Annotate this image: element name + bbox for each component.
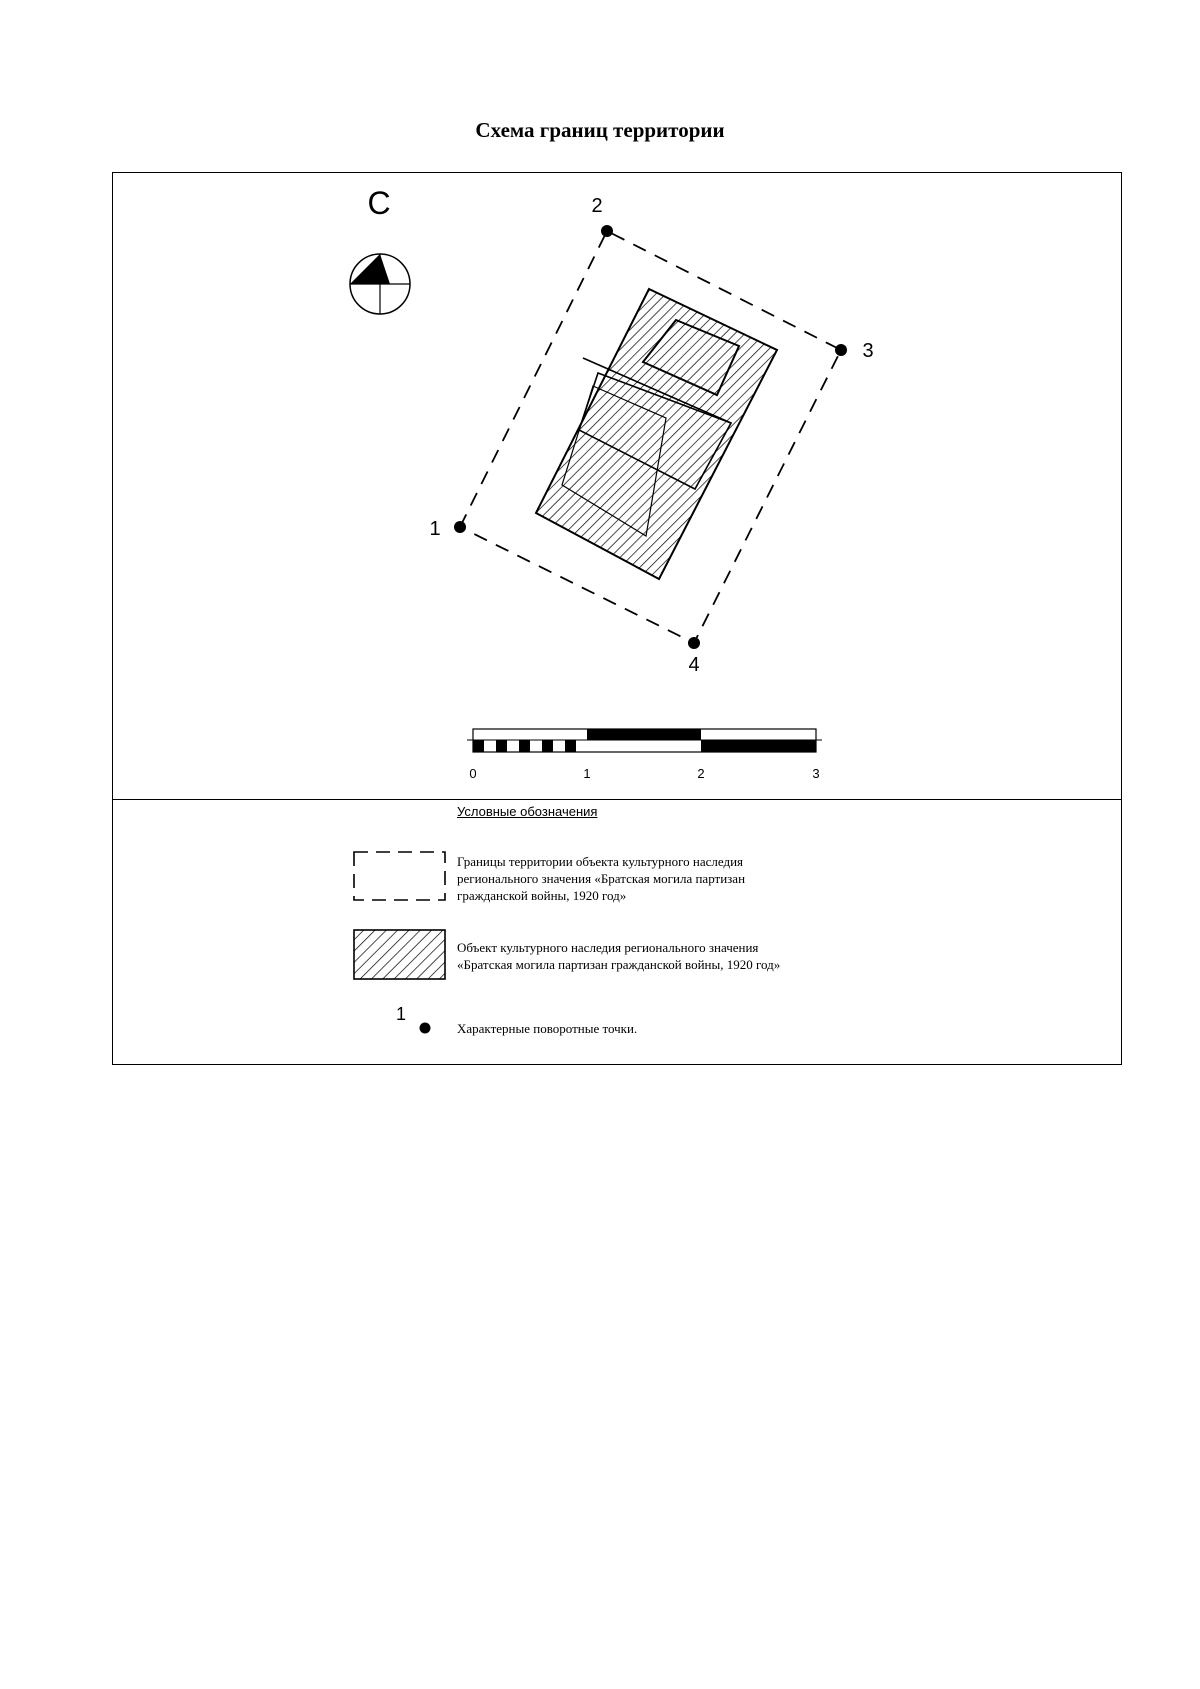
scale-tick-0: 0 xyxy=(469,766,476,781)
point-label-4: 4 xyxy=(688,654,699,676)
heritage-object xyxy=(534,287,779,581)
north-label: С xyxy=(367,185,390,221)
turning-point-1: 1 xyxy=(429,518,466,540)
hatched-object-icon xyxy=(353,929,446,980)
legend-item-object-line: «Братская могила партизан гражданской во… xyxy=(457,957,781,972)
legend-item-object-line: Объект культурного наследия региональног… xyxy=(457,940,759,955)
scale-tick-3: 3 xyxy=(812,766,819,781)
legend-item-boundary: Границы территории объекта культурного н… xyxy=(457,853,745,904)
legend-item-boundary-line: гражданской войны, 1920 год» xyxy=(457,888,627,903)
legend-item-points: Характерные поворотные точки. xyxy=(457,1020,637,1037)
territory-boundary xyxy=(458,229,843,645)
scale-tick-2: 2 xyxy=(697,766,704,781)
legend-item-boundary-line: регионального значения «Братская могила … xyxy=(457,871,746,886)
legend-item-boundary-line: Границы территории объекта культурного н… xyxy=(457,854,744,869)
legend-point-number: 1 xyxy=(396,1004,407,1024)
scale-bar: 0 1 2 3 xyxy=(467,728,822,781)
legend-item-object: Объект культурного наследия региональног… xyxy=(457,939,780,973)
scale-tick-1: 1 xyxy=(583,766,590,781)
turning-point-icon xyxy=(419,1022,431,1034)
legend-divider xyxy=(113,799,1121,800)
turning-point-3: 3 xyxy=(835,340,874,362)
point-label-1: 1 xyxy=(429,518,440,540)
dashed-boundary-icon xyxy=(353,851,446,901)
point-label-3: 3 xyxy=(862,340,873,362)
north-arrow-icon xyxy=(349,253,411,315)
boundary-map: С 1 2 3 xyxy=(349,185,874,781)
legend-item-points-line: Характерные поворотные точки. xyxy=(457,1021,638,1036)
map-frame: С 1 2 3 xyxy=(112,172,1122,1065)
legend-title: Условные обозначения xyxy=(457,804,598,819)
page-title: Схема границ территории xyxy=(475,118,725,142)
point-label-2: 2 xyxy=(591,195,602,217)
turning-point-4: 4 xyxy=(688,637,700,676)
turning-point-2: 2 xyxy=(591,195,613,237)
